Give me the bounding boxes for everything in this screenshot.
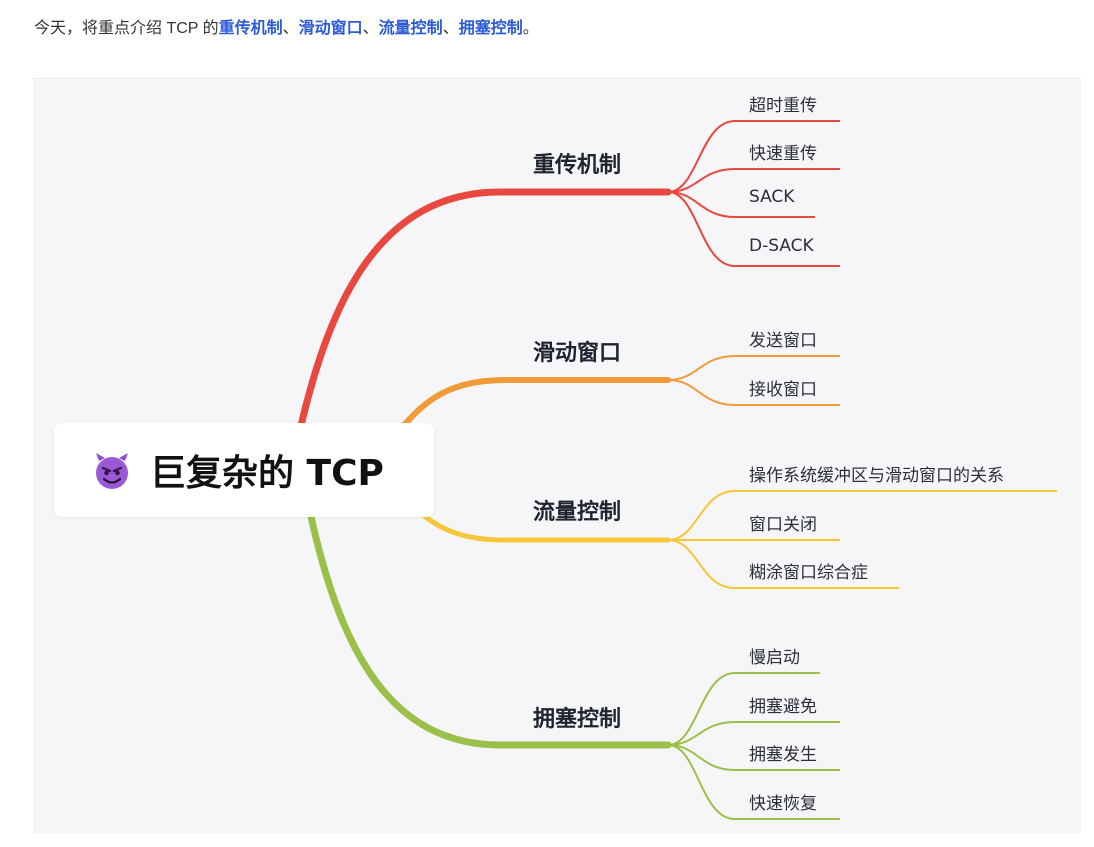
- intro-sentence: 今天，将重点介绍 TCP 的重传机制、滑动窗口、流量控制、拥塞控制。: [34, 14, 539, 38]
- leaf-connector: [667, 355, 840, 381]
- purple-devil-emoji-icon: [96, 453, 128, 489]
- leaf-connector: [667, 191, 840, 267]
- leaf-connector: [667, 721, 840, 746]
- root-title: 巨复杂的 TCP: [150, 453, 384, 494]
- branch-connector-congestion-control: [306, 508, 672, 749]
- leaf-label[interactable]: D-SACK: [749, 236, 814, 256]
- intro-link-flow-control[interactable]: 流量控制: [378, 20, 443, 37]
- leaf-label[interactable]: 慢启动: [749, 648, 800, 668]
- leaf-label[interactable]: SACK: [749, 187, 795, 207]
- leaf-connector: [667, 168, 840, 193]
- leaf-label[interactable]: 糊涂窗口综合症: [749, 563, 868, 583]
- branch-connector-flow-control: [417, 509, 671, 543]
- intro-suffix: 。: [522, 20, 539, 37]
- leaf-connector: [667, 744, 840, 771]
- intro-separator: 、: [282, 20, 299, 37]
- branch-label-flow-control[interactable]: 流量控制: [533, 500, 622, 525]
- leaf-connector: [667, 191, 815, 218]
- leaf-label[interactable]: 操作系统缓冲区与滑动窗口的关系: [749, 466, 1004, 486]
- leaf-label[interactable]: 超时重传: [749, 96, 817, 116]
- intro-link-retransmission[interactable]: 重传机制: [218, 20, 283, 37]
- leaf-label[interactable]: 窗口关闭: [749, 515, 817, 535]
- leaf-connector: [667, 672, 820, 746]
- leaf-label[interactable]: 快速恢复: [749, 794, 817, 814]
- leaf-label[interactable]: 发送窗口: [749, 331, 817, 351]
- branch-label-retransmission[interactable]: 重传机制: [533, 153, 622, 178]
- intro-separator: 、: [362, 20, 379, 37]
- intro-prefix: 今天，将重点介绍 TCP 的: [34, 20, 219, 37]
- branch-connector-retransmission: [296, 188, 672, 434]
- leaf-connector: [667, 120, 840, 193]
- intro-separator: 、: [442, 20, 459, 37]
- leaf-connector: [667, 744, 840, 820]
- leaf-connector: [667, 539, 899, 589]
- branch-label-sliding-window[interactable]: 滑动窗口: [533, 341, 622, 366]
- leaf-connector: [667, 490, 1057, 541]
- branch-connector-sliding-window: [397, 377, 671, 433]
- branch-label-congestion-control[interactable]: 拥塞控制: [533, 707, 622, 732]
- leaf-connector: [667, 379, 840, 406]
- intro-link-congestion-control[interactable]: 拥塞控制: [458, 20, 523, 37]
- leaf-label[interactable]: 接收窗口: [749, 380, 817, 400]
- intro-link-sliding-window[interactable]: 滑动窗口: [298, 20, 363, 37]
- leaf-label[interactable]: 拥塞发生: [749, 745, 817, 765]
- leaf-label[interactable]: 拥塞避免: [749, 697, 817, 717]
- leaf-label[interactable]: 快速重传: [749, 144, 817, 164]
